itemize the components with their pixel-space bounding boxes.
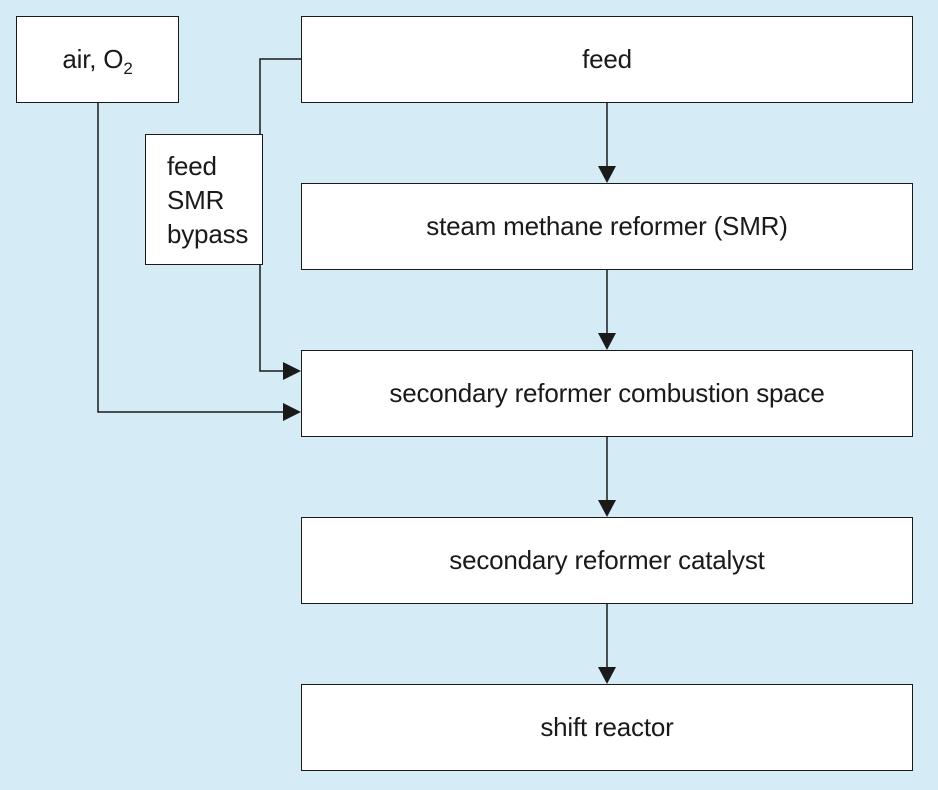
air-o2-text: air, O [62, 44, 124, 74]
feed-label: feed [582, 44, 632, 74]
air-o2-subscript: 2 [123, 59, 133, 78]
feed-smr-bypass-box: feed SMR bypass [145, 134, 263, 265]
catalyst-label: secondary reformer catalyst [449, 545, 765, 575]
bypass-line-3: bypass [167, 219, 249, 249]
arrowhead-smr-to-combustion [598, 333, 616, 350]
edge-feed-bypass-to-combustion [259, 58, 301, 372]
smr-box: steam methane reformer (SMR) [301, 183, 913, 270]
shift-reactor-label: shift reactor [540, 712, 674, 742]
bypass-line-2: SMR [167, 185, 225, 215]
arrowhead-combustion-to-catalyst [598, 500, 616, 517]
shift-reactor-box: shift reactor [301, 684, 913, 771]
feed-smr-bypass-label: feed SMR bypass [167, 149, 248, 251]
feed-box: feed [301, 16, 913, 103]
edge-air-to-combustion [97, 103, 283, 413]
arrowhead-bypass-to-combustion [283, 362, 301, 380]
bypass-line-1: feed [167, 151, 217, 181]
arrowhead-catalyst-to-shift [598, 667, 616, 684]
air-o2-box: air, O2 [16, 16, 179, 103]
combustion-space-box: secondary reformer combustion space [301, 350, 913, 437]
combustion-space-label: secondary reformer combustion space [389, 378, 825, 408]
arrowhead-air-to-combustion [283, 403, 301, 421]
smr-label: steam methane reformer (SMR) [426, 211, 788, 241]
catalyst-box: secondary reformer catalyst [301, 517, 913, 604]
arrowhead-feed-to-smr [598, 166, 616, 183]
air-o2-label: air, O2 [62, 44, 133, 78]
